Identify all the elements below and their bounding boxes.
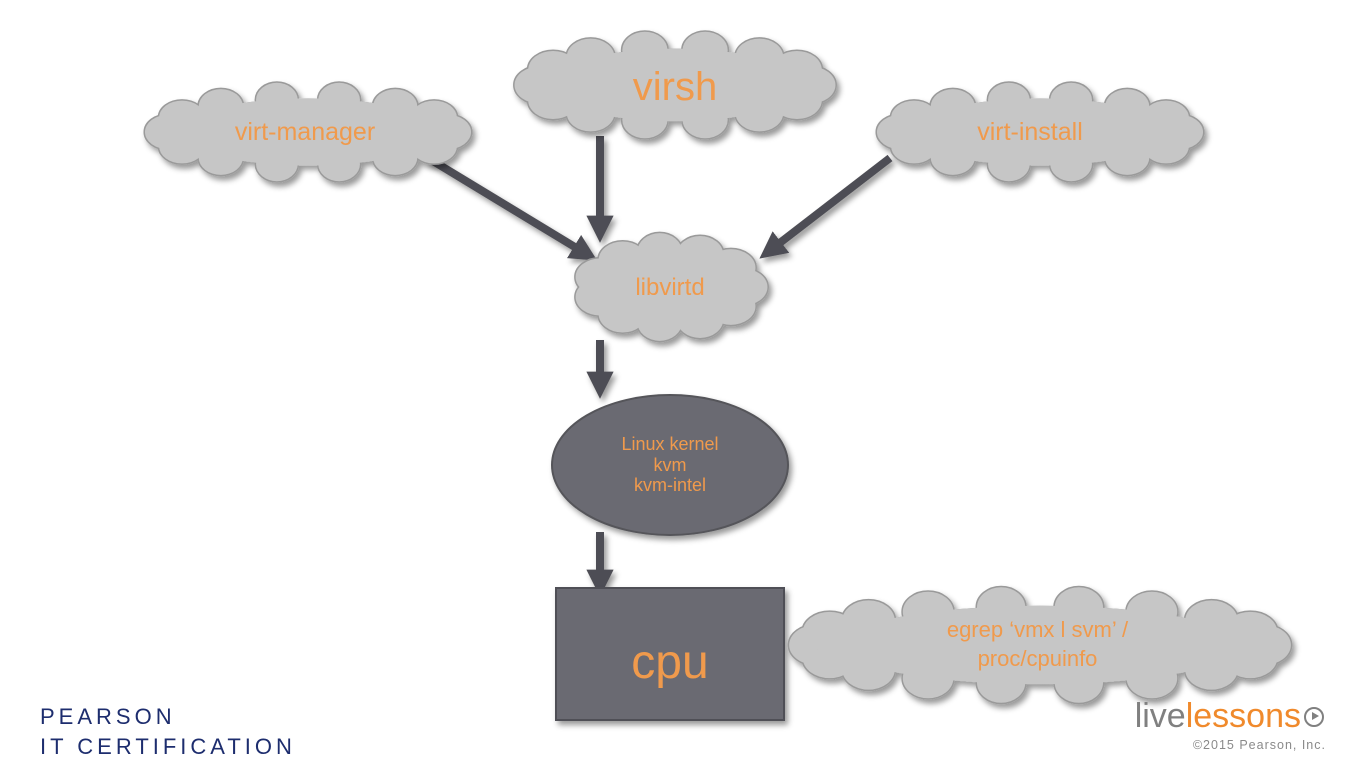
- pearson-logo-line-1: PEARSON: [40, 704, 176, 729]
- kernel-label: Linux kernel kvm kvm-intel: [550, 420, 790, 510]
- virt-manager-label: virt-manager: [234, 118, 376, 146]
- virsh-label: virsh: [632, 65, 718, 109]
- kernel-line-1: Linux kernel: [621, 433, 719, 454]
- cpu-label: cpu: [631, 635, 709, 689]
- arrow-virt-install-to-libvirtd: [759, 154, 893, 259]
- egrep-line-1: egrep ‘vmx l svm’ /: [946, 617, 1129, 643]
- libvirtd-cloud: [574, 231, 769, 343]
- livelessons-logo-live: live: [1134, 697, 1186, 735]
- livelessons-logo-lessons: lessons: [1185, 697, 1301, 735]
- virt-install-label: virt-install: [977, 118, 1083, 146]
- arrow-virt-manager-to-libvirtd: [425, 154, 598, 261]
- virt-install-cloud: [875, 81, 1205, 183]
- egrep-cloud: [787, 585, 1293, 705]
- copyright-text: ©2015 Pearson, Inc.: [1192, 738, 1326, 752]
- kernel-line-3: kvm-intel: [633, 475, 706, 496]
- virsh-cloud: [513, 30, 837, 140]
- egrep-line-2: proc/cpuinfo: [977, 646, 1098, 671]
- kernel-line-2: kvm: [653, 454, 687, 475]
- play-icon: [1304, 706, 1324, 727]
- pearson-logo-line-2: IT CERTIFICATION: [40, 734, 296, 759]
- linux-kernel-ellipse: [551, 394, 789, 536]
- egrep-label: egrep ‘vmx l svm’ / proc/cpuinfo: [800, 605, 1275, 685]
- arrows: [425, 136, 893, 597]
- cpu-box: [555, 587, 785, 721]
- virt-manager-cloud: [143, 81, 473, 183]
- libvirtd-label: libvirtd: [635, 273, 705, 301]
- pearson-it-certification-logo: PEARSON IT CERTIFICATION: [40, 702, 296, 762]
